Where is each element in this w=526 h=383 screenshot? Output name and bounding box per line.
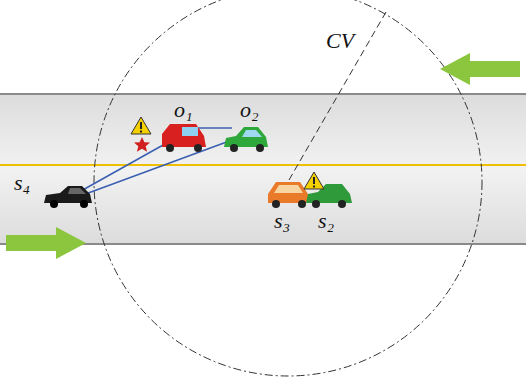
range-label: CV — [326, 30, 354, 52]
vehicle-label: s₄ — [14, 172, 30, 194]
car-s3 — [268, 182, 310, 208]
warning-sign — [304, 172, 324, 189]
car-s4 — [44, 186, 92, 208]
direction-arrow — [6, 227, 86, 259]
warning-sign — [131, 117, 151, 134]
vehicle-label: o₁ — [174, 99, 193, 121]
center-line — [0, 164, 526, 166]
vehicle-label: s₂ — [318, 210, 334, 232]
communication-range — [94, 0, 482, 376]
car-o2 — [224, 127, 268, 152]
incident-star — [134, 137, 150, 152]
car-o1 — [162, 124, 206, 152]
vehicle-label: s₃ — [274, 210, 290, 232]
road — [0, 94, 526, 244]
link-lines — [72, 128, 232, 199]
direction-arrow — [440, 53, 520, 85]
range-radius — [289, 12, 386, 180]
road-edge — [0, 93, 526, 95]
vehicle-label: o₂ — [240, 99, 259, 121]
